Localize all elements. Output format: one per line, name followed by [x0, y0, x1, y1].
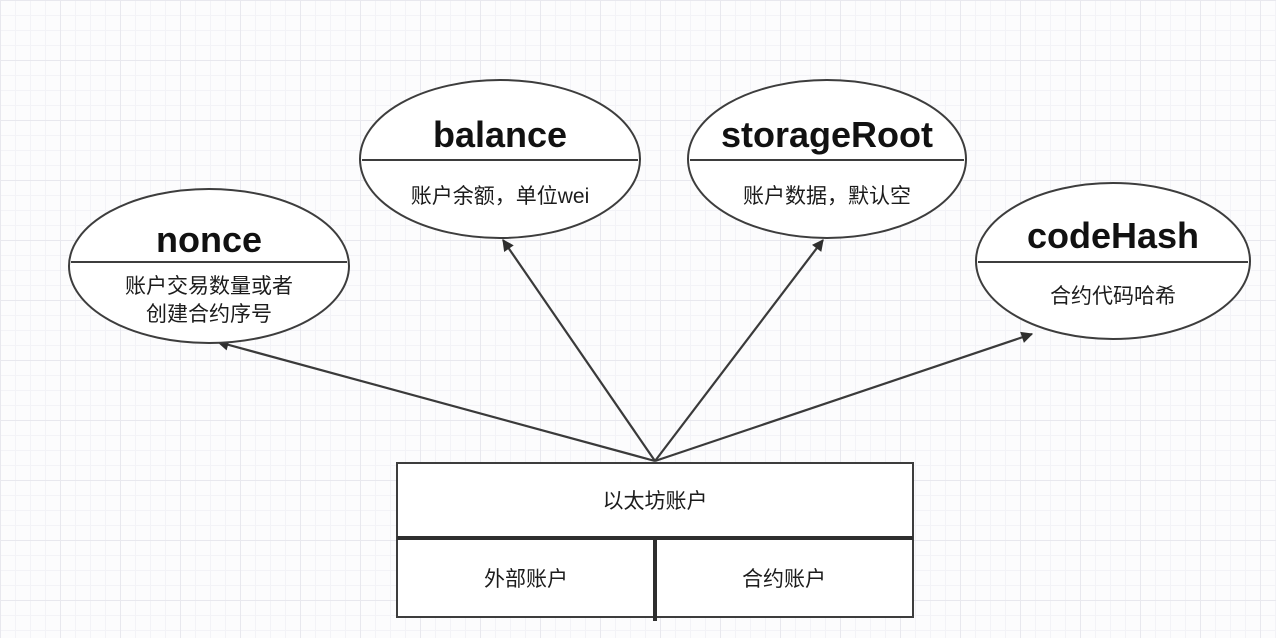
account-box: 以太坊账户 外部账户 合约账户: [396, 462, 914, 621]
node-codehash: codeHash 合约代码哈希: [975, 182, 1251, 340]
nonce-title: nonce: [156, 219, 262, 260]
arrow-account-to-storageroot: [654, 239, 824, 462]
storageroot-desc-line1: 账户数据，默认空: [743, 185, 911, 208]
codehash-desc-line1: 合约代码哈希: [1050, 285, 1176, 308]
balance-desc-line1: 账户余额，单位wei: [411, 185, 590, 208]
nonce-desc-line2: 创建合约序号: [146, 303, 272, 326]
node-storageroot: storageRoot 账户数据，默认空: [687, 79, 967, 239]
account-box-title: 以太坊账户: [603, 490, 708, 513]
arrow-account-to-codehash: [654, 331, 1034, 463]
edges-group: [216, 239, 1034, 463]
arrow-account-to-balance: [502, 239, 656, 462]
storageroot-title: storageRoot: [721, 114, 933, 155]
node-nonce: nonce 账户交易数量或者 创建合约序号: [68, 188, 350, 344]
balance-title: balance: [433, 114, 567, 155]
arrow-account-to-nonce: [216, 339, 656, 463]
account-box-right-cell: 合约账户: [742, 568, 826, 591]
codehash-title: codeHash: [1027, 215, 1199, 256]
node-balance: balance 账户余额，单位wei: [359, 79, 641, 239]
nonce-ellipse: [68, 188, 350, 344]
nonce-desc-line1: 账户交易数量或者: [125, 275, 293, 298]
account-box-left-cell: 外部账户: [484, 568, 568, 591]
